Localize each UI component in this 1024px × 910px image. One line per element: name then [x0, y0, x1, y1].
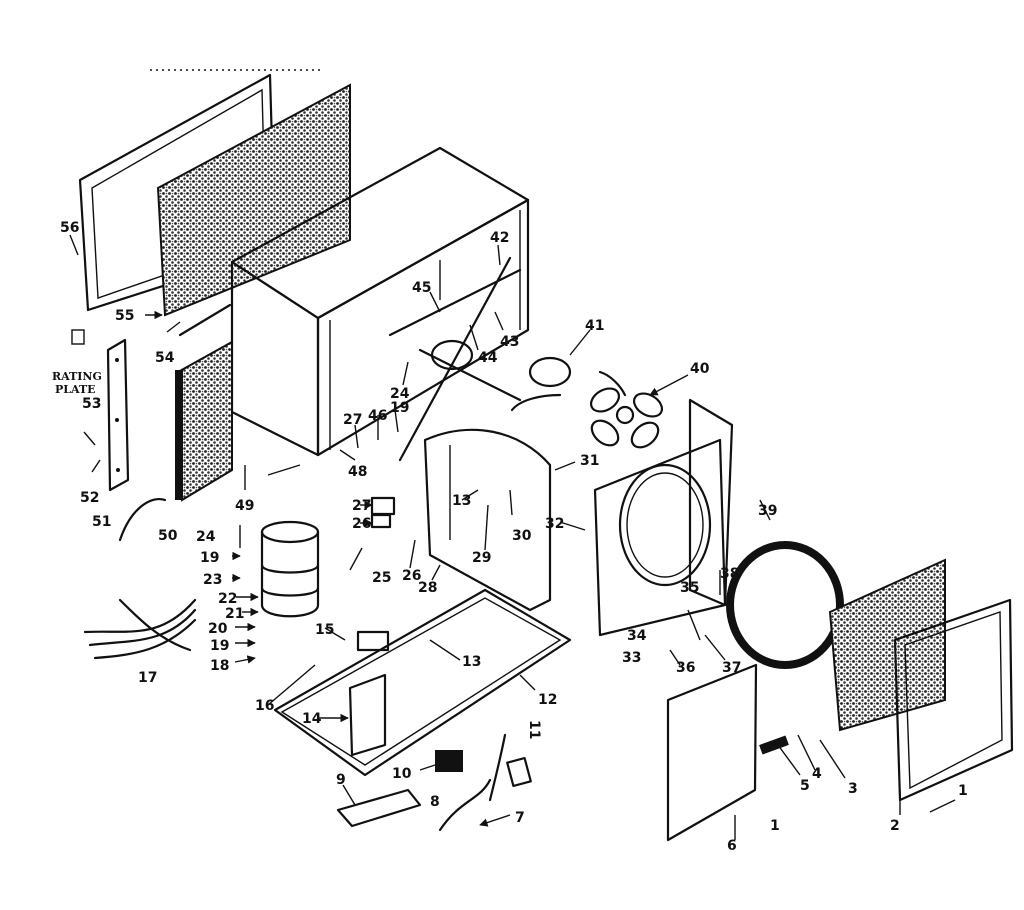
callout-19-upper: 19 — [390, 400, 409, 416]
front-grille-frame-right — [893, 598, 1014, 802]
callout-24-upper: 24 — [390, 386, 410, 402]
callout-42: 42 — [490, 230, 509, 246]
callout-20: 20 — [208, 621, 228, 637]
callout-45: 45 — [412, 280, 431, 296]
drain-tray — [336, 788, 422, 828]
callout-24: 24 — [196, 529, 216, 545]
filter-mesh-left — [156, 83, 351, 317]
front-panel — [666, 663, 789, 842]
callout-11: 11 — [526, 720, 542, 739]
compressor — [260, 520, 320, 618]
top-rail-bracket — [178, 303, 232, 337]
fan-orifice-and-straps — [388, 256, 522, 462]
callout-25: 25 — [372, 570, 391, 586]
callout-8: 8 — [430, 794, 440, 810]
callout-32: 32 — [545, 516, 564, 532]
callout-10: 10 — [392, 766, 412, 782]
callout-36: 36 — [676, 660, 695, 676]
callout-22: 22 — [218, 591, 237, 607]
callout-41: 41 — [585, 318, 604, 334]
callout-44: 44 — [478, 350, 498, 366]
callout-52: 52 — [80, 490, 99, 506]
callout-30: 30 — [512, 528, 532, 544]
callout-23: 23 — [203, 572, 222, 588]
callout-2: 2 — [890, 818, 900, 834]
orifice-ring — [726, 541, 844, 669]
callout-50: 50 — [158, 528, 178, 544]
power-cord — [438, 778, 492, 832]
callout-27-upper: 27 — [343, 412, 362, 428]
callout-16: 16 — [255, 698, 274, 714]
callout-labels: 56 55 54 RATING PLATE 53 52 51 50 49 48 … — [52, 220, 968, 854]
relay-box — [356, 630, 390, 652]
callout-37: 37 — [722, 660, 741, 676]
callout-19-lower: 19 — [210, 638, 229, 654]
fan-shroud — [593, 398, 734, 637]
strain-cord — [488, 733, 507, 802]
callout-13: 13 — [462, 654, 481, 670]
callout-19: 19 — [200, 550, 219, 566]
callout-35: 35 — [680, 580, 699, 596]
callout-17: 17 — [138, 670, 157, 686]
callout-39: 39 — [758, 503, 777, 519]
small-plate — [506, 756, 532, 788]
callout-15: 15 — [315, 622, 334, 638]
side-bracket — [106, 338, 130, 492]
callout-33: 33 — [622, 650, 641, 666]
callout-1: 1 — [958, 783, 968, 799]
callout-14: 14 — [302, 711, 322, 727]
callout-28: 28 — [418, 580, 437, 596]
callout-48: 48 — [348, 464, 367, 480]
callout-34: 34 — [627, 628, 647, 644]
callout-38: 38 — [720, 566, 739, 582]
wiring-harness — [83, 598, 197, 660]
capacitor-bracket — [348, 673, 387, 757]
rating-plate-label-line2: PLATE — [55, 383, 96, 396]
callout-18: 18 — [210, 658, 229, 674]
callout-4: 4 — [812, 766, 822, 782]
filter-mesh-right — [828, 558, 946, 732]
fan-blade — [589, 387, 664, 449]
drain-hose — [118, 497, 167, 542]
callout-40: 40 — [690, 361, 710, 377]
callout-27: 27 — [352, 498, 371, 514]
callout-55: 55 — [115, 308, 134, 324]
callout-3: 3 — [848, 781, 858, 797]
callout-31: 31 — [580, 453, 599, 469]
callout-53: 53 — [82, 396, 101, 412]
terminal-block — [435, 750, 463, 772]
callout-26-right: 26 — [402, 568, 421, 584]
partition-panel — [423, 428, 552, 612]
callout-29: 29 — [472, 550, 491, 566]
callout-46: 46 — [368, 408, 387, 424]
callout-13-upper: 13 — [452, 493, 471, 509]
callout-51: 51 — [92, 514, 111, 530]
base-pan — [273, 588, 572, 777]
callout-54: 54 — [155, 350, 175, 366]
rating-plate-label-line1: RATING — [52, 370, 102, 383]
callout-12: 12 — [538, 692, 557, 708]
rating-plate — [71, 329, 85, 345]
fan-motor — [510, 356, 627, 412]
callout-5: 5 — [800, 778, 810, 794]
callout-7: 7 — [515, 810, 525, 826]
callout-26: 26 — [352, 516, 371, 532]
callout-56: 56 — [60, 220, 79, 236]
callout-49: 49 — [235, 498, 254, 514]
condenser-coil — [175, 340, 233, 502]
leader-lines — [69, 234, 956, 840]
callout-21: 21 — [225, 606, 244, 622]
callout-9: 9 — [336, 772, 346, 788]
callout-6: 6 — [727, 838, 737, 854]
callout-43: 43 — [500, 334, 519, 350]
control-switch — [370, 496, 396, 529]
callout-1-lower: 1 — [770, 818, 780, 834]
